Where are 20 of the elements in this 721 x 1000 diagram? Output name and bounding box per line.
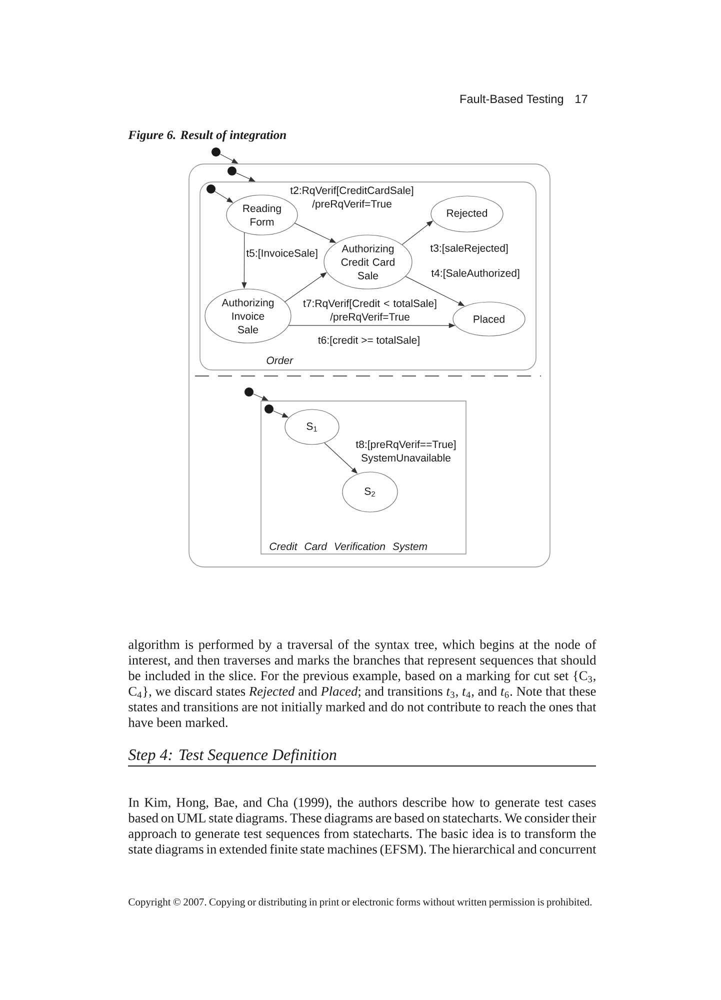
superstate-box <box>188 164 550 568</box>
initial-state-dot <box>228 166 236 176</box>
transition-label: t8:[preRqVerif==True] SystemUnavailable <box>356 440 456 464</box>
section-heading: Step 4: Test Sequence Definition <box>128 748 336 764</box>
transition-label: t3:[saleRejected] <box>430 244 508 254</box>
transition-label: t6:[credit >= totalSale] <box>318 336 420 346</box>
running-header: Fault-Based Testing <box>460 94 564 106</box>
copyright-notice: Copyright © 2007. Copying or distributing in print or electronic forms without written permission is prohibited. <box>128 898 592 908</box>
initial-state-dot <box>244 388 254 396</box>
transition-label: t4:[SaleAuthorized] <box>431 269 520 279</box>
figure-title: Figure 6. Result of integration <box>128 130 286 142</box>
initial-state-dot <box>212 148 220 156</box>
initial-state-dot <box>206 184 216 194</box>
transition-arrow <box>284 272 327 302</box>
transition-label: t7:RqVerif[Credit < totalSale] /preRqVerif=True <box>303 299 436 323</box>
body-paragraph: In Kim, Hong, Bae, and Cha (1999), the authors describe how to generate test cases based on UML state diagrams. These diagrams are based on statecharts. We consider their approach to generate test sequences from statecharts. The basic idea is to transform the state diagrams in extended finite state machines (EFSM). The hierarchical and concurrent <box>128 798 596 856</box>
initial-state-dot <box>264 404 274 414</box>
body-paragraph: algorithm is performed by a traversal of the syntax tree, which begins at the node of interest, and then traverses and marks the branches that represent sequences that should be included in the slice. For the previous example, based on a marking for cut set {C$_{3}$, C$_{4}$}, we discard states Rejected and Placed; and transitions t$_{3}$, t$_{4}$, and t$_{6}$. Note that these states and transitions are not initially marked and do not contribute to reach the ones that have been marked. <box>128 640 596 728</box>
page-number: 17 <box>576 94 588 103</box>
transition-label: t5:[InvoiceSale] <box>246 249 318 259</box>
